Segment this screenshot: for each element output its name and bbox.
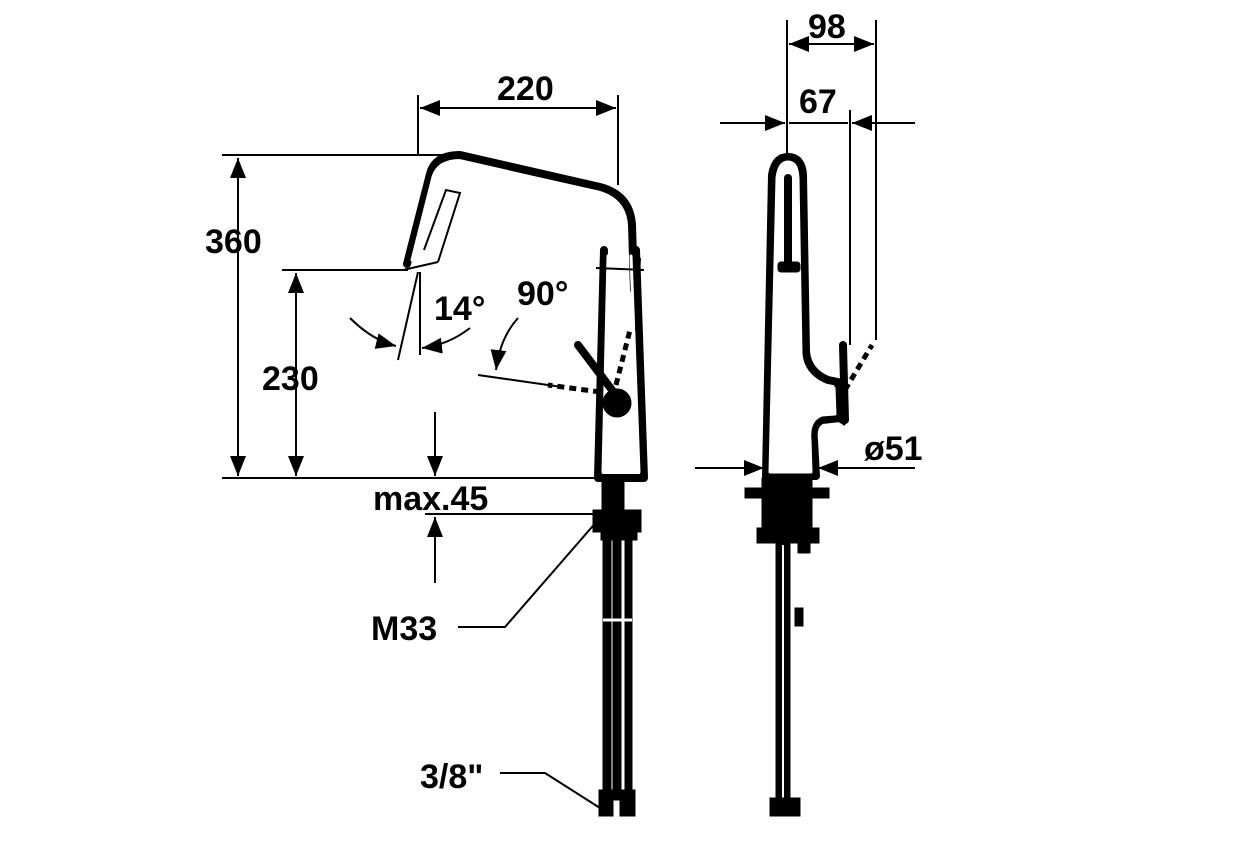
label-angle-14: 14° (434, 290, 485, 328)
dim-220: 220 (417, 70, 619, 185)
dim-98: 98 (786, 8, 877, 340)
dim-angle-90: 90° (477, 257, 645, 388)
dim-max-45: max.45 (373, 412, 600, 583)
dim-angle-14: 14° (349, 271, 485, 361)
front-body (594, 246, 648, 482)
dim-67: 67 (720, 83, 915, 345)
front-shank (592, 477, 642, 817)
label-m33: M33 (371, 610, 437, 648)
label-220: 220 (497, 70, 554, 108)
callout-3-8: 3/8" (420, 758, 601, 809)
callout-m33: M33 (371, 519, 599, 648)
side-view: 98 67 ø51 (695, 8, 923, 817)
dim-base-dia: ø51 (695, 430, 923, 476)
label-3-8: 3/8" (420, 758, 483, 796)
side-body (762, 153, 875, 480)
dim-230: 230 (262, 269, 408, 476)
label-67: 67 (799, 83, 837, 121)
label-360: 360 (205, 223, 262, 261)
label-base-dia: ø51 (864, 430, 923, 468)
front-view: 220 360 230 14° 90° (205, 70, 648, 817)
side-shank (744, 477, 830, 817)
dim-360: 360 (205, 154, 598, 479)
label-230: 230 (262, 360, 319, 398)
label-angle-90: 90° (517, 275, 568, 313)
label-max-45: max.45 (373, 480, 488, 518)
label-98: 98 (808, 8, 846, 46)
front-spout (402, 151, 638, 294)
front-lever (547, 329, 633, 418)
